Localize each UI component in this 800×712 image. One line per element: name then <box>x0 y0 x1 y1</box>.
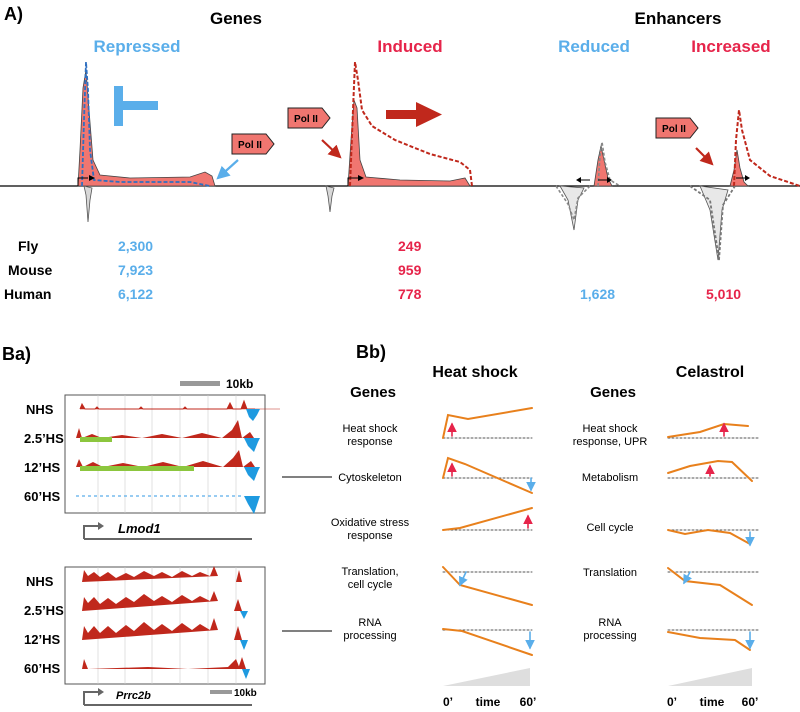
species-fly: Fly <box>18 238 38 254</box>
celastrol-time-wedge <box>668 668 752 686</box>
gene-model-prrc2b <box>83 688 252 706</box>
track-label-12hs-2: 12’HS <box>24 632 60 647</box>
svg-text:Pol II: Pol II <box>662 124 686 135</box>
celastrol-trend-plots <box>667 422 759 651</box>
genome-browser-lmod1 <box>64 394 280 514</box>
track-label-60hs-2: 60’HS <box>24 661 60 676</box>
celastrol-time-start: 0’ <box>667 695 677 709</box>
repression-bar-icon <box>114 86 158 126</box>
induced-count-human: 778 <box>398 286 422 302</box>
genome-browser-prrc2b <box>64 566 266 685</box>
repressed-label: Repressed <box>94 37 181 56</box>
track-label-nhs-2: NHS <box>26 574 54 589</box>
induced-gene-profile <box>325 61 473 213</box>
celastrol-time-label: time <box>700 695 725 709</box>
panel-bb-label: Bb) <box>356 342 386 362</box>
heat-trend-plots <box>442 407 536 656</box>
reduced-count: 1,628 <box>580 286 615 302</box>
genes-header-heat: Genes <box>350 384 396 401</box>
species-human: Human <box>4 286 51 302</box>
cel-cat-3: Cell cycle <box>586 522 633 534</box>
scale-bar-2 <box>210 690 232 694</box>
reduced-enhancer-profile <box>555 141 621 231</box>
track-label-nhs-1: NHS <box>26 402 54 417</box>
panel-a-label: A) <box>4 4 23 24</box>
heat-time-start: 0’ <box>443 695 453 709</box>
heat-time-wedge <box>443 668 530 686</box>
repressed-count-fly: 2,300 <box>118 238 153 254</box>
heat-time-label: time <box>476 695 501 709</box>
enhancers-title: Enhancers <box>635 9 722 28</box>
track-label-2-5hs-1: 2.5’HS <box>24 431 64 446</box>
cel-cat-2: Metabolism <box>582 472 638 484</box>
cel-cat-4: Translation <box>583 567 637 579</box>
tss-arrow-icon <box>77 177 88 186</box>
gene-model-lmod1 <box>83 522 252 540</box>
scale-bar-1 <box>180 381 220 386</box>
genes-title: Genes <box>210 9 262 28</box>
scale-label-2: 10kb <box>234 688 257 699</box>
gene-name-prrc2b: Prrc2b <box>116 690 151 702</box>
celastrol-title: Celastrol <box>676 364 744 381</box>
repressed-count-mouse: 7,923 <box>118 262 153 278</box>
heat-cat-4: Translation,cell cycle <box>341 566 398 591</box>
heat-time-end: 60’ <box>520 695 537 709</box>
track-label-60hs-1: 60’HS <box>24 489 60 504</box>
induced-count-fly: 249 <box>398 238 422 254</box>
track-label-2-5hs-2: 2.5’HS <box>24 603 64 618</box>
species-counts-table: Fly Mouse Human 2,300 7,923 6,122 249 95… <box>4 238 741 302</box>
gene-name-lmod1: Lmod1 <box>118 521 161 536</box>
species-mouse: Mouse <box>8 262 53 278</box>
repressed-count-human: 6,122 <box>118 286 153 302</box>
repressed-gene-profile <box>77 61 216 223</box>
heat-shock-title: Heat shock <box>432 364 517 381</box>
pol2-marker-induced: Pol II <box>287 107 342 159</box>
induction-arrow-icon <box>386 102 442 127</box>
increased-count: 5,010 <box>706 286 741 302</box>
panel-ba-label: Ba) <box>2 344 31 364</box>
celastrol-time-end: 60’ <box>742 695 759 709</box>
svg-text:Pol II: Pol II <box>294 114 318 125</box>
pol2-marker-repressed: Pol II <box>216 133 275 180</box>
heat-cat-2: Cytoskeleton <box>338 472 402 484</box>
reduced-label: Reduced <box>558 37 630 56</box>
svg-text:Pol II: Pol II <box>238 140 262 151</box>
scale-label-1: 10kb <box>226 377 253 391</box>
induced-label: Induced <box>377 37 442 56</box>
track-label-12hs-1: 12’HS <box>24 460 60 475</box>
increased-label: Increased <box>691 37 770 56</box>
pol2-marker-enhancer: Pol II <box>655 117 714 166</box>
induced-count-mouse: 959 <box>398 262 422 278</box>
increased-enhancer-profile <box>689 109 800 261</box>
genes-header-celastrol: Genes <box>590 384 636 401</box>
